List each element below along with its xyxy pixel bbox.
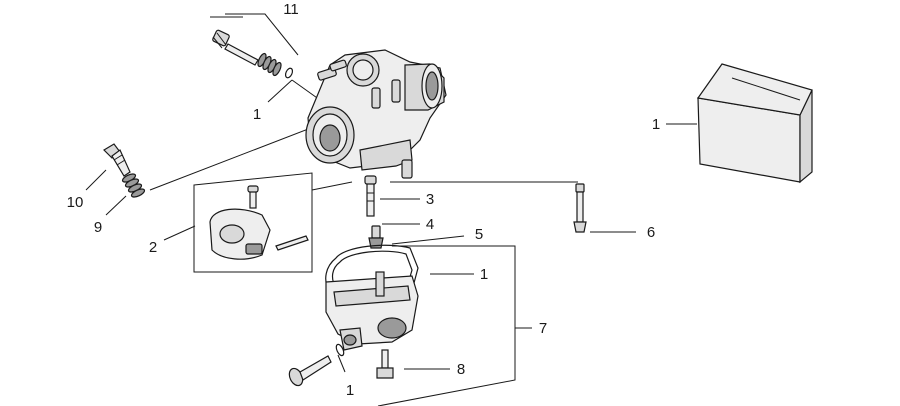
callout-6: 6 (647, 224, 655, 241)
part-1-bag (696, 63, 813, 184)
leader-lines (85, 13, 697, 406)
callout-9: 9 (94, 219, 102, 236)
spring-11 (257, 52, 282, 77)
leader-2 (163, 225, 196, 241)
callout-3: 3 (426, 191, 434, 208)
o-ring-top (284, 67, 294, 79)
part-2-float-kit (209, 185, 309, 260)
callout-4: 4 (426, 216, 434, 233)
leader-7-bracket (377, 245, 516, 406)
leader-10 (85, 169, 107, 191)
bottom-screw (288, 343, 345, 387)
leader-11 (225, 13, 299, 56)
o-ring-bottom (335, 343, 345, 357)
float-bowl (325, 271, 419, 351)
leader-5 (391, 235, 465, 245)
part-8-screw (376, 349, 394, 379)
callout-8: 8 (457, 361, 465, 378)
callout-2: 2 (149, 239, 157, 256)
callout-7: 7 (539, 320, 547, 337)
leader-2-body (311, 181, 353, 191)
callout-labels: 11 1 10 9 2 3 4 5 6 1 7 8 1 1 (67, 1, 661, 399)
part-11-idle-screw (212, 29, 294, 79)
leader-9 (105, 195, 127, 216)
part-9-spring (121, 173, 146, 198)
carburettor-body (305, 49, 447, 179)
callout-1-bottom: 1 (346, 382, 354, 399)
callout-1-top: 1 (253, 106, 261, 123)
leader-1-top-b (291, 79, 321, 101)
callout-10: 10 (67, 194, 84, 211)
leader-9-body (149, 125, 317, 191)
part-3-needle (364, 175, 377, 217)
part-6-jet (573, 183, 587, 233)
callout-1-bowl: 1 (480, 266, 488, 283)
callout-1-bag: 1 (652, 116, 660, 133)
leader-1-top (267, 79, 293, 103)
callout-5: 5 (475, 226, 483, 243)
leader-1-bottom (337, 354, 346, 373)
part-10-mixture-screw (103, 143, 131, 177)
kit-2-frame (193, 172, 313, 273)
callout-11: 11 (283, 1, 299, 18)
